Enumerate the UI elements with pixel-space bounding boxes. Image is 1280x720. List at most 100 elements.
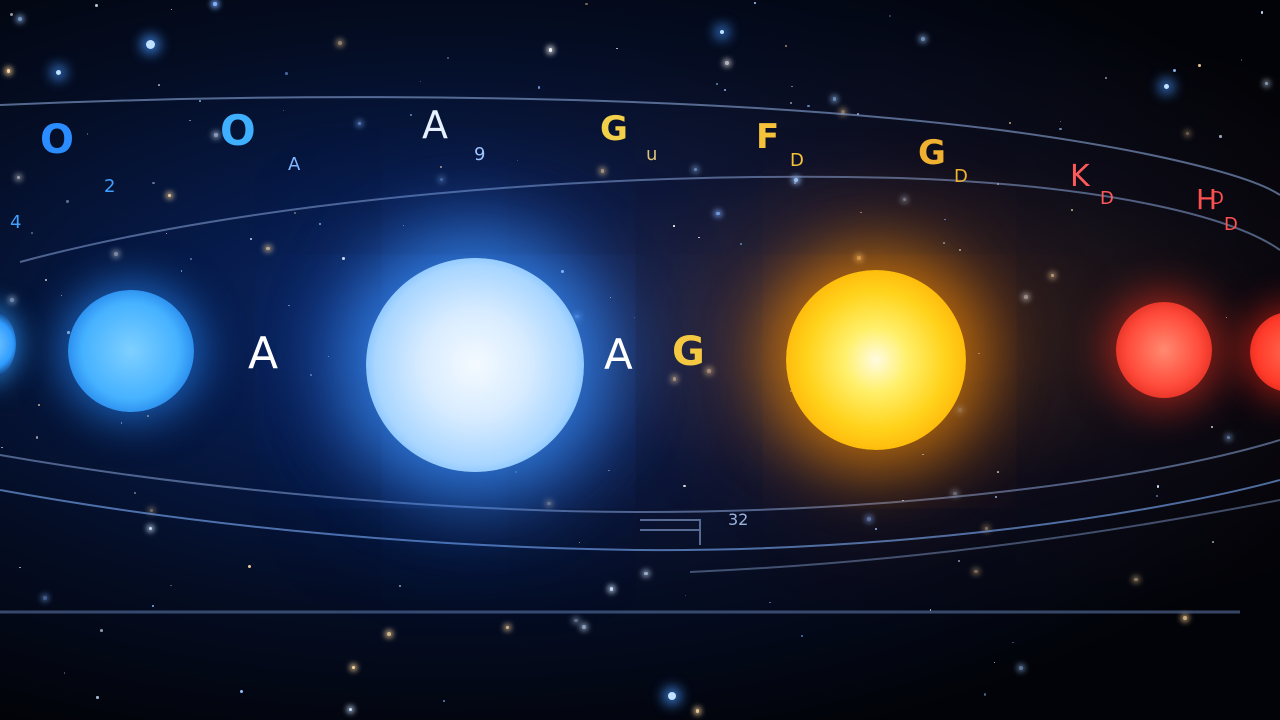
class-label-g-1: G	[600, 109, 628, 149]
background-star	[337, 41, 342, 46]
bright-star	[668, 692, 676, 700]
background-star	[1219, 135, 1222, 138]
background-star	[250, 237, 253, 240]
background-star	[644, 571, 649, 576]
background-star	[953, 491, 957, 496]
background-star	[247, 564, 251, 568]
background-star	[698, 236, 700, 239]
background-star	[683, 484, 686, 487]
background-star	[100, 629, 103, 632]
sub-mark: 4	[10, 212, 22, 233]
background-star	[794, 182, 797, 185]
background-star	[994, 662, 996, 664]
background-star	[214, 133, 218, 138]
background-star	[1012, 641, 1014, 644]
background-star	[867, 517, 872, 521]
background-star	[995, 496, 998, 498]
background-star	[902, 499, 904, 502]
background-star	[157, 84, 160, 87]
class-label-g-2: G	[918, 133, 946, 173]
background-star	[114, 252, 118, 257]
background-star	[560, 270, 564, 273]
background-star	[442, 699, 445, 702]
background-star	[288, 304, 291, 307]
background-star	[1059, 127, 1062, 130]
background-star	[60, 295, 63, 297]
background-star	[1156, 494, 1159, 497]
background-star	[1, 446, 3, 449]
background-star	[1240, 59, 1243, 61]
background-star	[351, 666, 355, 670]
background-star	[860, 211, 862, 214]
background-star	[283, 109, 285, 111]
background-star	[87, 133, 89, 135]
background-star	[37, 403, 40, 407]
background-star	[515, 470, 518, 473]
background-star	[213, 2, 217, 6]
sub-mark: D	[1210, 188, 1224, 209]
background-star	[240, 689, 244, 693]
middle-label-g: G	[672, 329, 705, 375]
background-star	[402, 225, 404, 227]
background-star	[833, 97, 837, 101]
background-star	[170, 584, 172, 587]
background-star	[19, 566, 21, 569]
background-star	[285, 72, 288, 76]
background-star	[398, 584, 401, 588]
background-star	[1182, 616, 1187, 620]
sub-mark: 2	[104, 176, 116, 197]
background-star	[6, 68, 11, 73]
bright-star	[720, 30, 724, 34]
background-star	[1071, 209, 1073, 211]
background-star	[769, 601, 771, 603]
background-star	[978, 353, 980, 355]
background-star	[857, 255, 862, 260]
background-star	[1172, 69, 1176, 73]
background-star	[903, 197, 907, 202]
background-star	[685, 594, 687, 596]
background-star	[693, 167, 697, 171]
yellow-star	[786, 270, 966, 450]
background-star	[1264, 82, 1269, 86]
background-star	[120, 422, 123, 424]
bright-star	[146, 40, 155, 49]
background-star	[794, 177, 799, 182]
sub-mark: D	[790, 150, 804, 171]
background-star	[168, 193, 172, 197]
background-star	[548, 48, 553, 52]
background-star	[9, 13, 13, 16]
background-star	[387, 632, 392, 637]
background-star	[1185, 132, 1189, 136]
bright-star	[1164, 84, 1169, 89]
background-star	[888, 15, 891, 18]
background-star	[440, 165, 443, 168]
background-star	[148, 527, 152, 531]
background-star	[944, 218, 946, 221]
background-star	[537, 86, 541, 89]
bright-star	[56, 70, 61, 75]
background-star	[983, 693, 987, 696]
background-star	[189, 119, 191, 122]
class-label-h: H	[1196, 183, 1218, 216]
background-star	[673, 225, 675, 228]
background-star	[1134, 577, 1138, 582]
background-star	[985, 527, 989, 531]
background-star	[149, 508, 154, 513]
background-star	[266, 247, 270, 251]
background-star	[807, 104, 810, 108]
background-star	[349, 707, 353, 711]
background-star	[189, 257, 192, 261]
background-star	[63, 672, 66, 674]
background-star	[921, 453, 924, 456]
background-star	[506, 626, 510, 630]
background-star	[43, 596, 47, 601]
sub-mark: D	[1100, 188, 1114, 209]
background-star	[791, 85, 794, 88]
background-star	[1210, 426, 1213, 429]
background-star	[942, 241, 946, 245]
background-star	[152, 605, 154, 607]
background-star	[516, 159, 518, 162]
background-star	[358, 121, 362, 125]
sub-mark: A	[288, 154, 301, 175]
background-star	[600, 169, 605, 173]
